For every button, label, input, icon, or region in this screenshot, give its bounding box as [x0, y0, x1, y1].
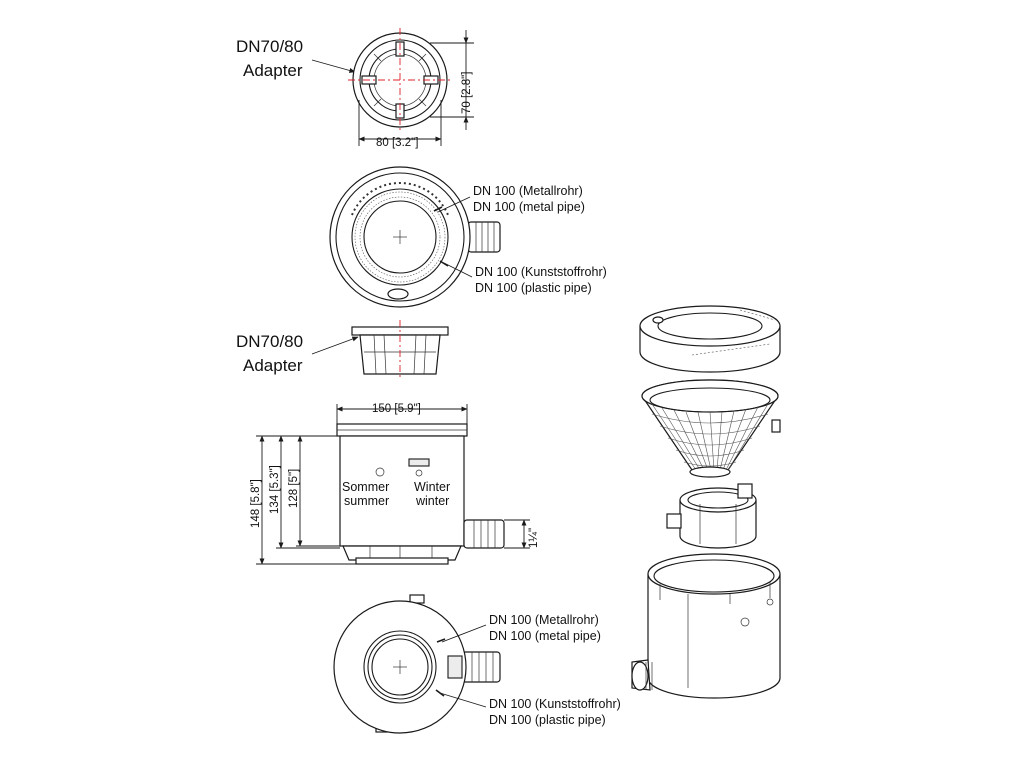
exploded-housing-outlet-ribs [645, 662, 653, 690]
adapter-side-label-line2: Adapter [243, 356, 303, 375]
bottom-outlet-ribs [471, 652, 494, 682]
bottom-bore [371, 638, 429, 696]
filter-bottom-view: DN 100 (Metallrohr) DN 100 (metal pipe) … [333, 594, 621, 734]
side-dim-128: 128 [5"] [288, 469, 300, 508]
bottom-callout-plastic-de: DN 100 (Kunststoffrohr) [489, 697, 621, 711]
side-label-winter-en: winter [415, 494, 449, 508]
bottom-callout-plastic-leader [439, 692, 487, 708]
filter-side-view: Sommer summer Winter winter 150 [5.9"] 1… [250, 403, 540, 565]
top-basket-mesh-inner [359, 196, 441, 278]
top-outlet-spigot [467, 221, 501, 253]
exploded-insert [666, 483, 757, 549]
exploded-basket [641, 379, 781, 478]
exploded-view [631, 305, 781, 699]
side-label-summer: summer [344, 494, 389, 508]
exploded-housing-marker-2 [766, 598, 774, 606]
top-callout-plastic-tick [439, 260, 449, 267]
adapter-dim-height: 70 [2.8"] [461, 72, 473, 114]
top-callout-plastic-leader [443, 262, 473, 278]
side-body [339, 435, 465, 547]
adapter-side-view: DN70/80 Adapter [236, 320, 449, 380]
side-base [342, 545, 462, 561]
bottom-callout-metal-en: DN 100 (metal pipe) [489, 629, 601, 643]
top-callout-metal-leader [437, 196, 471, 213]
side-dim-outlet: 1¼" [528, 528, 540, 548]
exploded-housing-marker [740, 617, 750, 627]
bottom-basket-inner [367, 634, 433, 700]
side-dim-width: 150 [5.9"] [372, 403, 421, 415]
adapter-top-view: DN70/80 Adapter 70 [2.8"] 80 [3.2" [236, 28, 474, 149]
side-winter-marker [415, 469, 423, 477]
top-rim-inner-edge [335, 172, 465, 302]
exploded-insert-clip-right [737, 483, 753, 499]
top-callout-metal-en: DN 100 (metal pipe) [473, 200, 585, 214]
bottom-callout-plastic-tick [435, 689, 445, 697]
side-outlet-spigot [463, 519, 505, 549]
exploded-basket-mesh [651, 403, 769, 471]
side-base-ribs [369, 546, 433, 558]
bottom-outlet-window [447, 655, 463, 679]
bottom-outlet-spigot [461, 651, 501, 683]
bottom-callout-plastic-en: DN 100 (plastic pipe) [489, 713, 606, 727]
adapter-top-leader [311, 59, 356, 73]
adapter-top-label-line2: Adapter [243, 61, 303, 80]
top-outlet-ribs [475, 222, 495, 252]
bottom-callout-metal-leader [441, 624, 487, 643]
exploded-housing [631, 553, 781, 699]
top-callout-plastic-en: DN 100 (plastic pipe) [475, 281, 592, 295]
side-dim-134: 134 [5.3"] [269, 465, 281, 514]
bottom-callout-metal-tick [436, 638, 446, 643]
top-rim-lettering [351, 182, 449, 216]
side-dim-148: 148 [5.8"] [250, 479, 262, 528]
bottom-callout-metal-de: DN 100 (Metallrohr) [489, 613, 599, 627]
side-summer-marker [375, 467, 385, 477]
adapter-side-label-line1: DN70/80 [236, 332, 303, 351]
side-base-spigot [355, 557, 449, 565]
bottom-basket-outer [363, 630, 437, 704]
adapter-dim-width: 80 [3.2"] [376, 137, 418, 149]
side-winter-grip [408, 458, 430, 467]
top-callout-metal-de: DN 100 (Metallrohr) [473, 184, 583, 198]
exploded-basket-tab [771, 419, 781, 433]
top-basket-outer [351, 188, 449, 286]
adapter-side-leader [311, 336, 359, 355]
exploded-lid [639, 305, 781, 373]
top-basket-bore [363, 200, 437, 274]
exploded-insert-clip-left [666, 513, 682, 529]
adapter-top-label-line1: DN70/80 [236, 37, 303, 56]
top-callout-plastic-de: DN 100 (Kunststoffrohr) [475, 265, 607, 279]
top-callout-metal-tick [433, 206, 443, 212]
side-outlet-ribs [473, 520, 496, 548]
filter-top-view: DN 100 (Metallrohr) DN 100 (metal pipe) … [329, 166, 607, 308]
side-label-winter-de: Winter [414, 480, 450, 494]
top-brand-badge [387, 288, 409, 300]
side-label-sommer: Sommer [342, 480, 389, 494]
top-basket-mesh-outer [354, 191, 446, 283]
